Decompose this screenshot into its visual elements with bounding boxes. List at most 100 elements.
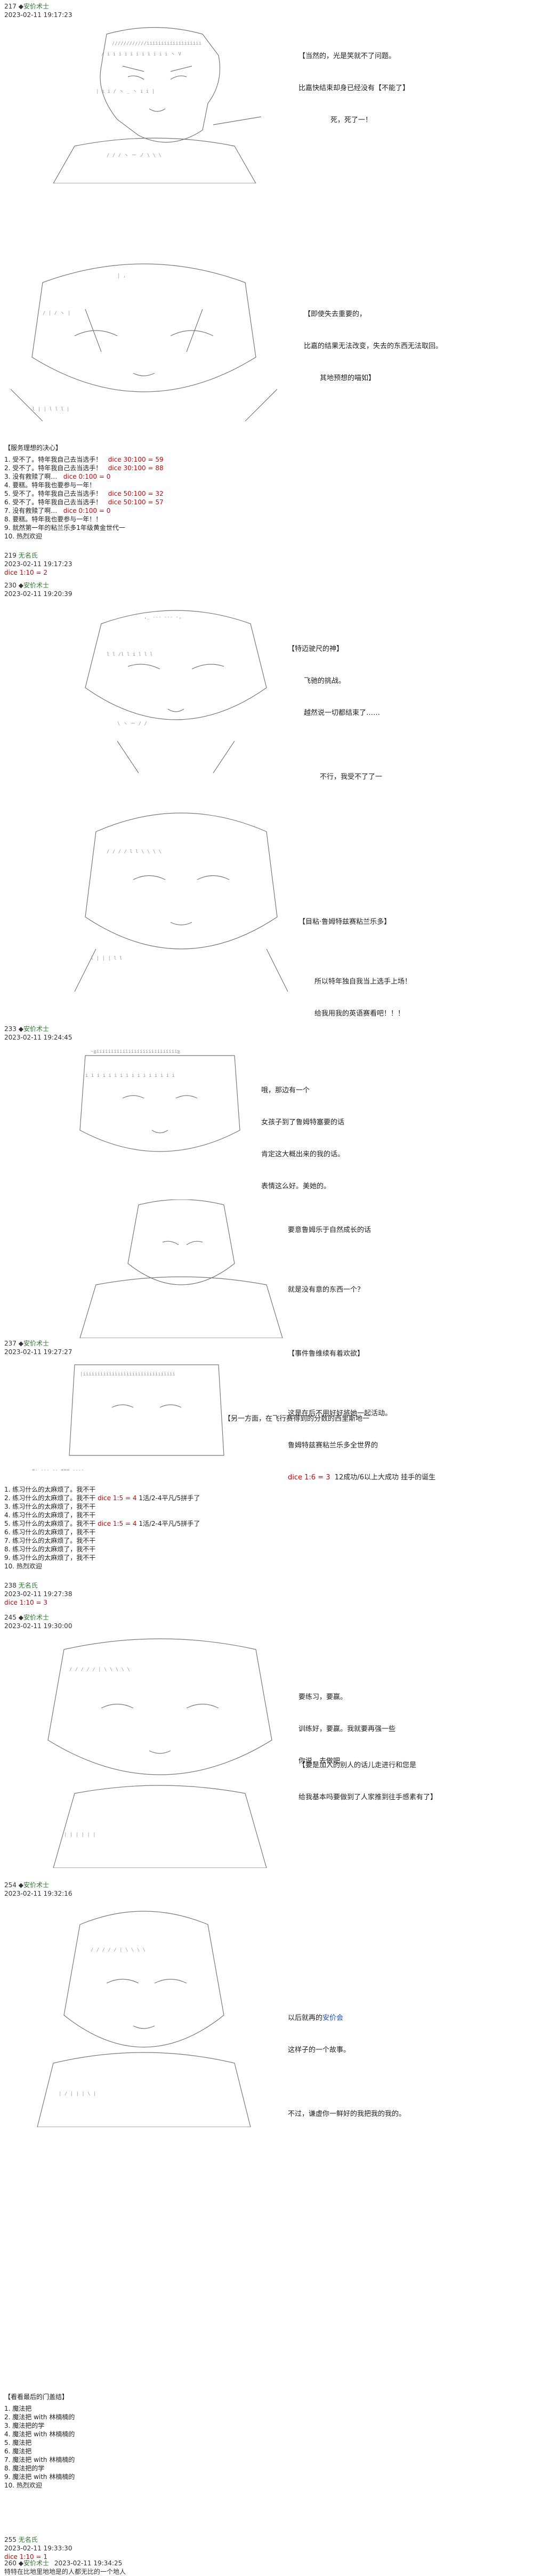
- svg-text:/ | / ヽ |: / | / ヽ |: [43, 311, 70, 316]
- ascii-art-character: | , / | / ヽ | l | | l l l |: [11, 251, 277, 426]
- svg-text:/ / / / / | \ \ \ \ \: / / / / / | \ \ \ \ \: [69, 1667, 130, 1672]
- choice-heading: 【看看最后的门盖结】: [4, 2393, 69, 2401]
- narration-box: 【另一方面，在飞行赛得到的分数的西里斯地一: [224, 1392, 369, 1446]
- dice-result: dice 30:100 = 59: [108, 456, 164, 463]
- post-author: 安价术士: [23, 582, 49, 589]
- choice-item: 10. 热烈欢迎: [4, 2482, 42, 2489]
- svg-text:| | | | | |: | | | | | |: [64, 1832, 96, 1838]
- choice-list: 【看看最后的门盖结】 1. 魔法把 2. 魔法把 with 林楠楠的 3. 魔法…: [4, 2393, 75, 2490]
- choice-item: 4. 魔法把 with 林楠楠的: [4, 2430, 75, 2438]
- post-author: 安价术士: [23, 2559, 49, 2567]
- post-number: 237: [4, 1340, 17, 1347]
- post-time: 2023-02-11 19:30:00: [4, 1622, 72, 1630]
- dialogue-box: 要练习，要赢。 训练好，要赢。我就要再强一些 你说，去做吧: [298, 1671, 395, 1788]
- post-author: 无名氏: [18, 2536, 38, 2543]
- choice-item: 3. 魔法把的学: [4, 2422, 45, 2429]
- narration-box: 【目粘·鲁姆特兹赛粘兰乐多】 所以特年独自我当上选手上场！ 给我用我的英语赛看吧…: [298, 896, 411, 1041]
- post-meta: 219 无名氏 2023-02-11 19:17:23 dice 1:10 = …: [4, 551, 72, 577]
- narration-line: 【特迈驶尺的神】: [288, 645, 344, 653]
- svg-text:////////////iiiiiiiiiiiiiiiiii: ////////////iiiiiiiiiiiiiiiiiii: [112, 41, 201, 46]
- narration-box: 【即使失去重要的， 比嘉的结果无法改变，失去的东西无法取回。 其地预想的喵如】: [304, 288, 442, 405]
- dice-result: dice 50:100 = 32: [108, 490, 164, 497]
- choice-list: 【服务理想的决心】 1. 受不了。特年我自己去当选手！ dice 30:100 …: [4, 444, 164, 541]
- choice-item: 10. 热烈欢迎: [4, 533, 42, 540]
- choice-item: 8. 要糕。特年我也要参与一年！！: [4, 516, 102, 523]
- narration-line: 比嘉快结束却身已经没有【不能了】: [298, 84, 410, 92]
- choice-item: 7. 魔法把 with 林楠楠的: [4, 2456, 75, 2464]
- choice-item: 10. 热烈欢迎: [4, 1563, 42, 1570]
- ascii-art-character: / / / / / | \ \ \ \ | / | | | \ |: [32, 1903, 256, 2127]
- dialogue-line: 表情这么好。美她的。: [261, 1182, 331, 1190]
- ascii-art-character: / / / / / | \ \ \ \ \ | | | | | |: [21, 1633, 298, 1868]
- dice-result: dice 1:10 = 3: [4, 1599, 48, 1606]
- dialogue-box: 哦，那边有一个 女孩子到了鲁姆特塞要的话 肯定这大概出来的我的话。 表情这么好。…: [261, 1064, 344, 1213]
- dice-result: dice 1:10 = 1: [4, 2553, 48, 2561]
- post-number: 217: [4, 3, 17, 10]
- narration-box: 要意鲁姆乐于自然成长的话 就是没有意的东西一个？ 【事件鲁维续有着欢欲】 这是在…: [288, 1204, 435, 1504]
- choice-item: 2. 练习什么的太麻烦了。我不干 dice 1:5 = 4 1活/2-4平凡/5…: [4, 1494, 200, 1502]
- post-meta: 233 ◆安价术士 2023-02-11 19:24:45: [4, 1025, 72, 1041]
- ascii-art-character: / / / / l l \ \ \ \ l | | | l l: [64, 800, 298, 992]
- dice-result: dice 1:10 = 2: [4, 569, 48, 576]
- post-number: 245: [4, 1614, 17, 1621]
- svg-text:l | | | l l: l | | | l l: [91, 956, 123, 961]
- svg-text:| i i / ヽ _ ヽ i i |: | i i / ヽ _ ヽ i i |: [96, 89, 155, 94]
- dialogue-line: 要练习，要赢。: [298, 1693, 348, 1701]
- ascii-art-character: |iiiiiiiiiiiiiiiiiiiiiiiiiiiiiiii =- ---…: [32, 1359, 235, 1482]
- post-time: 2023-02-11 19:17:23: [4, 560, 72, 568]
- choice-item: 2. 受不了。特年我自己去当选手！ dice 30:100 = 88: [4, 464, 164, 472]
- dialogue-line: 所以特年独自我当上选手上场！: [314, 978, 412, 986]
- choice-item: 8. 练习什么的太麻烦了，我不干: [4, 1545, 96, 1553]
- svg-text:l | | l l l |: l | | l l l |: [32, 407, 69, 412]
- dice-result: dice 50:100 = 57: [108, 498, 164, 506]
- post-author: 安价术士: [23, 3, 49, 10]
- dice-result: dice 0:100 = 0: [63, 473, 111, 480]
- choice-item: 2. 魔法把 with 林楠楠的: [4, 2413, 75, 2421]
- ascii-art-character: ////////////iiiiiiiiiiiiiiiiiii / i i i …: [43, 23, 266, 183]
- choice-item: 6. 受不了。特年我自己去当选手！ dice 50:100 = 57: [4, 498, 164, 506]
- narration-line: 越然说一切都结束了……: [304, 709, 381, 717]
- choice-item: 8. 魔法把的学: [4, 2465, 45, 2472]
- post-author: 无名氏: [18, 552, 38, 559]
- svg-text:/ / / / l l \ \ \ \: / / / / l l \ \ \ \: [107, 849, 161, 855]
- narration-line: 【事件鲁维续有着欢欲】: [288, 1350, 365, 1358]
- narration-line: 飞驰的挑战。: [304, 677, 346, 685]
- choice-item: 9. 就然第一年的粘兰乐多1年级黄金世代一: [4, 524, 125, 532]
- narration-line: 【要是加入的别人的话儿走进行和您是: [298, 1761, 417, 1769]
- dialogue-line: 不行，我受不了了一: [320, 773, 383, 781]
- post-time: 2023-02-11 19:34:25: [54, 2559, 123, 2567]
- narration-line: 【即使失去重要的，: [304, 310, 367, 318]
- svg-text:\ ヽ ー / /: \ ヽ ー / /: [117, 721, 147, 727]
- svg-text:/ / / / / | \ \ \ \: / / / / / | \ \ \ \: [91, 1947, 146, 1953]
- post-text: 特特在比地里地地是的人都无比的一个地人: [4, 2568, 126, 2575]
- svg-text:/ i i i i i i i i i i i ヽ V: / i i i i i i i i i i i ヽ V: [101, 52, 181, 57]
- post-meta: 230 ◆安价术士 2023-02-11 19:20:39: [4, 582, 72, 598]
- post-author: 安价术士: [23, 1340, 49, 1347]
- choice-heading: 【服务理想的决心】: [4, 444, 62, 452]
- svg-text:| / | | | \ |: | / | | | \ |: [59, 2091, 96, 2097]
- choice-item: 7. 练习什么的太麻烦了。我不干: [4, 1537, 96, 1544]
- post-meta: 238 无名氏 2023-02-11 19:27:38 dice 1:10 = …: [4, 1581, 72, 1607]
- post-meta: 237 ◆安价术士 2023-02-11 19:27:27: [4, 1340, 72, 1356]
- narration-line: 这是在后不用好好将她一起活动。: [288, 1410, 392, 1418]
- post-number: 219: [4, 552, 17, 559]
- post-author: 无名氏: [18, 1582, 38, 1589]
- dice-result: dice 1:5 = 4: [98, 1494, 137, 1502]
- link-text[interactable]: 安价会: [322, 2014, 344, 2022]
- ascii-art-character: ~≦iiiiiiiiiiiiiiiiiiiiiiiiiiii≧ i i i i …: [64, 1045, 256, 1184]
- dialogue-line: 给我用我的英语赛看吧！！！: [314, 1010, 405, 1018]
- post-meta: 245 ◆安价术士 2023-02-11 19:30:00: [4, 1614, 72, 1630]
- ascii-art-character: ,_ -‐‐ ‐‐‐ -, l l /l l i l l l \ ヽ ー / /: [64, 602, 288, 778]
- svg-text:,_ -‐‐ ‐‐‐ -,: ,_ -‐‐ ‐‐‐ -,: [144, 615, 181, 620]
- choice-item: 7. 没有救赎了啊… dice 0:100 = 0: [4, 507, 111, 514]
- post-number: 233: [4, 1025, 17, 1033]
- choice-item: 9. 练习什么的太麻烦了，我不干: [4, 1554, 96, 1561]
- svg-text:=- --- -- === ----: =- --- -- === ----: [32, 1468, 84, 1473]
- narration-line: 比嘉的结果无法改变，失去的东西无法取回。: [304, 342, 443, 350]
- dice-result: dice 1:6 = 3: [288, 1474, 330, 1482]
- choice-item: 3. 没有救赎了啊… dice 0:100 = 0: [4, 473, 111, 480]
- choice-item: 5. 练习什么的太麻烦了。我不干 dice 1:5 = 4 1活/2-4平凡/5…: [4, 1520, 200, 1527]
- choice-item: 1. 受不了。特年我自己去当选手！ dice 30:100 = 59: [4, 456, 164, 463]
- post-time: 2023-02-11 19:24:45: [4, 1034, 72, 1041]
